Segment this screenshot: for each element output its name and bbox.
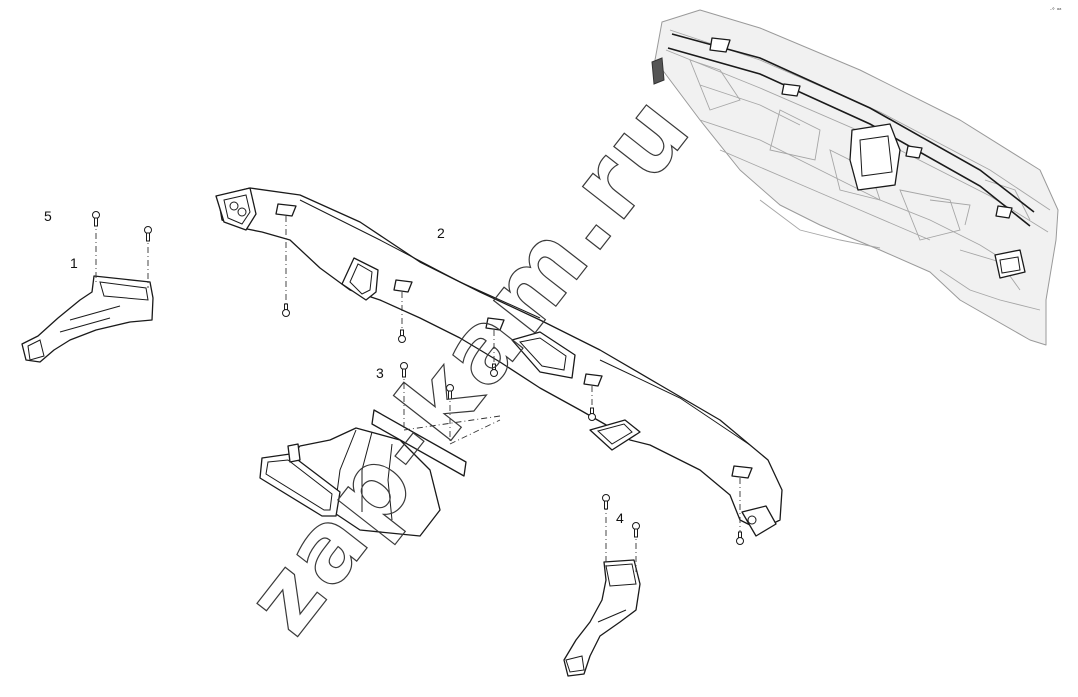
part-2-main-dashboard-air-duct xyxy=(215,187,783,545)
corner-mark: ·° ᵃᵃ xyxy=(1050,7,1062,14)
part-1-screw-a xyxy=(92,211,100,227)
part-2-screw-c xyxy=(490,363,498,377)
part-2-screw-d xyxy=(588,407,596,421)
part-2-screw-e xyxy=(736,531,744,545)
watermark-text: zap-kam.ru xyxy=(225,73,713,654)
callout-1: 1 xyxy=(70,255,78,271)
part-4-screw-a xyxy=(602,494,610,510)
part-4-screw-b xyxy=(632,522,640,538)
callout-4: 4 xyxy=(616,510,624,526)
part-1-left-side-air-duct xyxy=(21,211,154,363)
part-4-right-side-air-duct xyxy=(563,494,641,677)
dashboard-context-illustration: ·° ᵃᵃ xyxy=(651,7,1062,346)
part-2-screw-b xyxy=(398,329,406,343)
part-3-center-air-duct xyxy=(259,362,501,537)
part-3-screw-a xyxy=(400,362,408,378)
callout-2: 2 xyxy=(437,225,445,241)
callout-3: 3 xyxy=(376,365,384,381)
callout-5: 5 xyxy=(44,208,52,224)
part-1-screw-b xyxy=(144,226,152,242)
part-2-screw-a xyxy=(282,303,290,317)
part-3-screw-b xyxy=(446,384,454,400)
